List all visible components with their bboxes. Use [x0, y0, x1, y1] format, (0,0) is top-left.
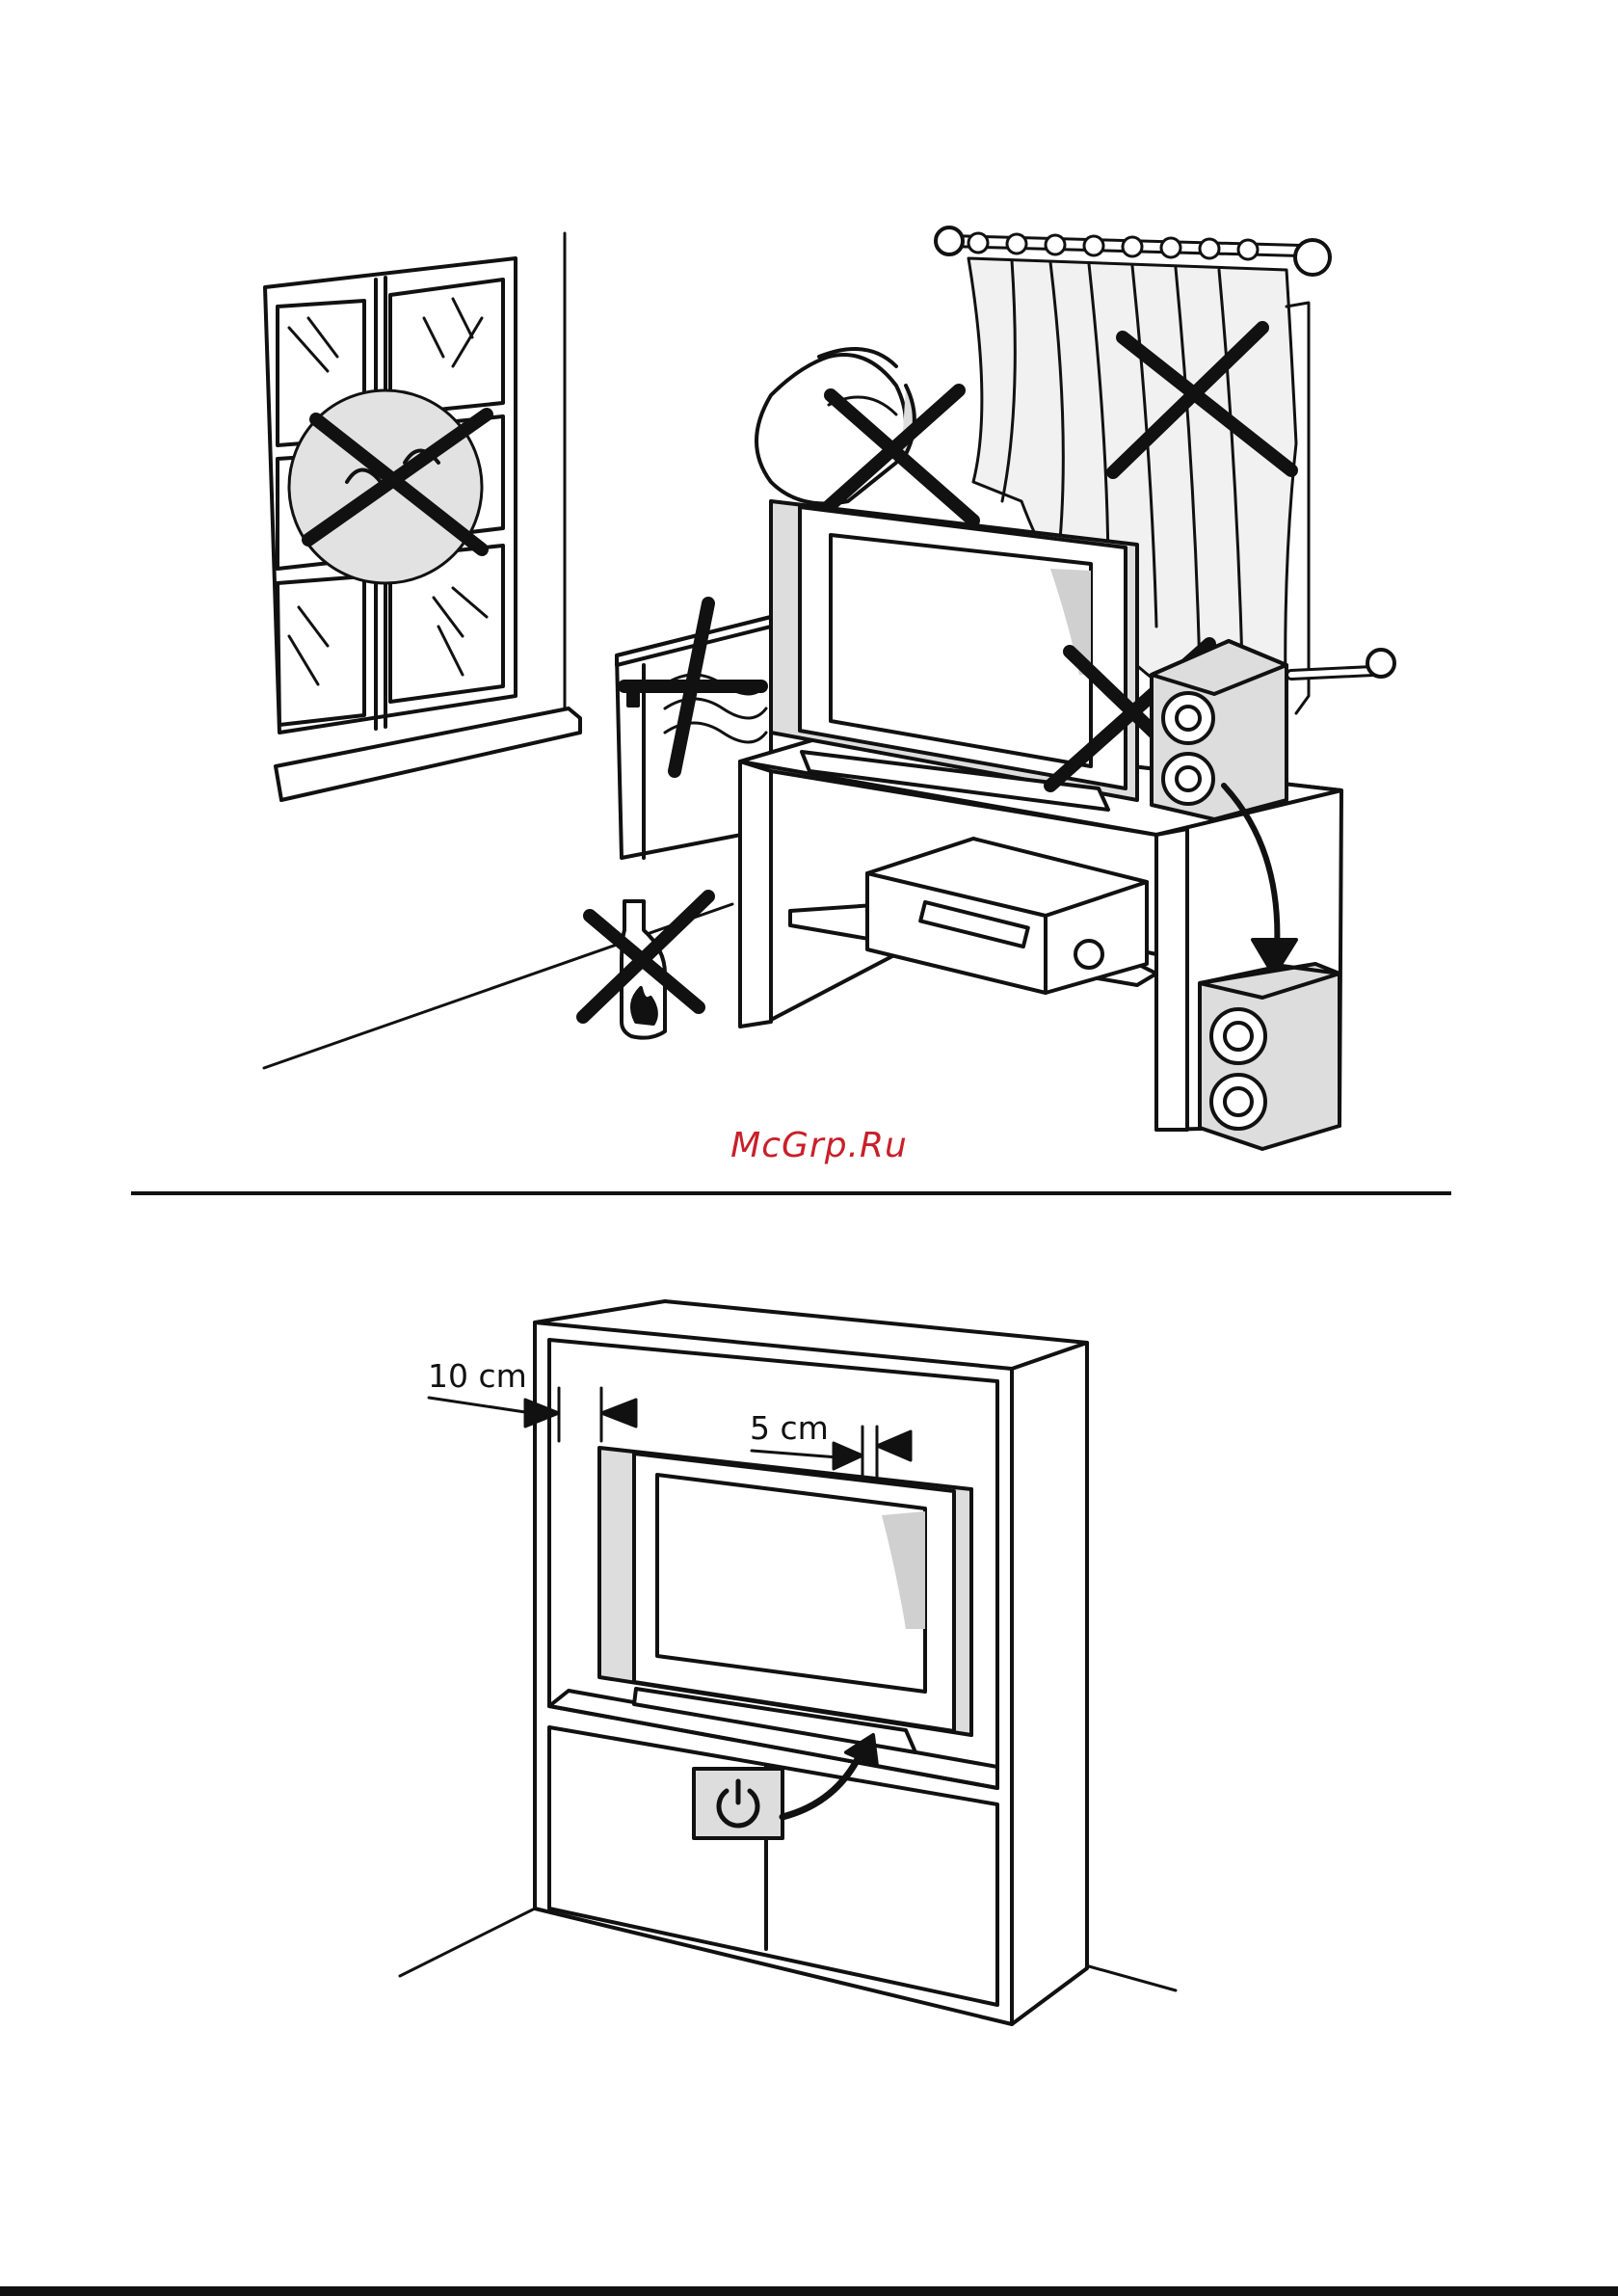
- top-clearance-label: 5 cm: [750, 1409, 829, 1447]
- television: [599, 1448, 971, 1752]
- page-edge-rule: [0, 2286, 1618, 2296]
- power-icon: [694, 1769, 782, 1838]
- side-clearance-label: 10 cm: [428, 1357, 527, 1395]
